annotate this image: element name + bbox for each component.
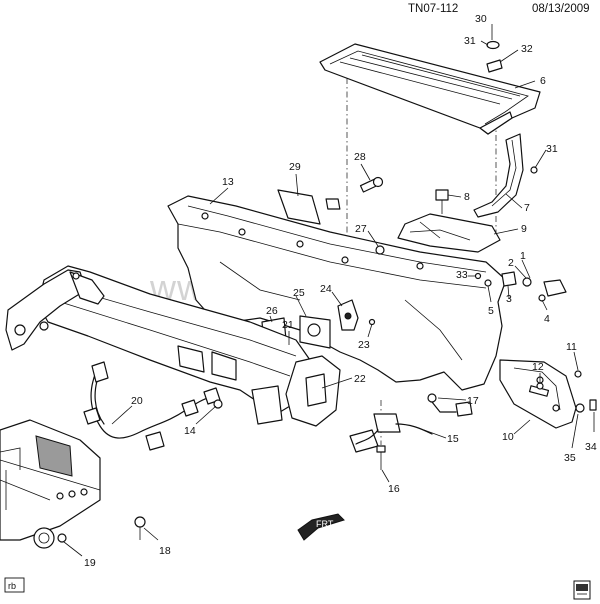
pin-4 bbox=[538, 294, 546, 302]
corner-tag: rb bbox=[4, 577, 25, 593]
callout-5: 5 bbox=[488, 305, 494, 317]
bolt-34 bbox=[589, 399, 597, 411]
diagram-code: TN07-112 bbox=[408, 3, 458, 15]
left-frame-rail bbox=[5, 269, 105, 351]
callout-28: 28 bbox=[354, 151, 366, 163]
callout-35: 35 bbox=[564, 452, 576, 464]
step-pad-fasteners bbox=[486, 40, 503, 73]
callout-21: 21 bbox=[282, 319, 294, 331]
callout-31: 31 bbox=[546, 143, 558, 155]
callout-3: 3 bbox=[506, 293, 512, 305]
callout-19: 19 bbox=[84, 557, 96, 569]
side-bracket-22 bbox=[251, 355, 341, 427]
callout-15: 15 bbox=[447, 433, 459, 445]
callout-24: 24 bbox=[320, 283, 332, 295]
plate-25 bbox=[299, 315, 331, 349]
callout-20: 20 bbox=[131, 395, 143, 407]
callout-11: 11 bbox=[566, 341, 577, 353]
callout-26: 26 bbox=[266, 305, 278, 317]
callout-30: 30 bbox=[475, 13, 487, 25]
manual-book-icon bbox=[573, 580, 591, 600]
bracket-9 bbox=[397, 213, 501, 253]
callout-10: 10 bbox=[502, 431, 514, 443]
fastener-35 bbox=[575, 403, 585, 413]
bushing-3 bbox=[501, 271, 517, 287]
callout-13: 13 bbox=[222, 176, 234, 188]
svg-text:FRT: FRT bbox=[316, 519, 334, 529]
diagram-date: 08/13/2009 bbox=[532, 3, 590, 15]
connector-15 bbox=[349, 413, 433, 453]
plate-29 bbox=[277, 189, 341, 225]
callout-22: 22 bbox=[354, 373, 366, 385]
callout-33: 33 bbox=[456, 269, 468, 281]
step-bracket bbox=[473, 133, 524, 218]
bolt-19 bbox=[57, 533, 67, 543]
bolt-18 bbox=[134, 516, 146, 540]
bracket-24 bbox=[337, 299, 359, 331]
clip-2 bbox=[522, 277, 532, 287]
wiring-harness bbox=[83, 361, 223, 451]
callout-1: 1 bbox=[520, 250, 526, 262]
fastener-23 bbox=[368, 318, 376, 326]
callout-32: 32 bbox=[521, 43, 533, 55]
bolt-8 bbox=[435, 189, 449, 214]
receiver-crossmember bbox=[37, 265, 319, 413]
svg-text:rb: rb bbox=[8, 581, 16, 591]
hitch-frame bbox=[167, 195, 507, 391]
callout-27: 27 bbox=[355, 223, 367, 235]
bracket-1 bbox=[543, 279, 567, 297]
nut-33 bbox=[474, 272, 482, 280]
callout-8: 8 bbox=[464, 191, 470, 203]
plug-17 bbox=[427, 393, 473, 417]
nut-5 bbox=[484, 279, 492, 287]
callout-23: 23 bbox=[358, 339, 370, 351]
step-pad bbox=[319, 43, 541, 135]
fastener-11 bbox=[574, 370, 582, 378]
callout-2: 2 bbox=[508, 257, 514, 269]
callout-16: 16 bbox=[388, 483, 400, 495]
callout-25: 25 bbox=[293, 287, 305, 299]
callout-18: 18 bbox=[159, 545, 171, 557]
bolt-16 bbox=[376, 445, 386, 470]
callout-9: 9 bbox=[521, 223, 527, 235]
callout-29: 29 bbox=[289, 161, 301, 173]
callout-34: 34 bbox=[585, 441, 597, 453]
bracket-nut bbox=[530, 166, 538, 174]
lower-frame bbox=[0, 419, 101, 549]
callout-17: 17 bbox=[467, 395, 479, 407]
front-arrow-icon: FRT bbox=[297, 513, 345, 541]
callout-12: 12 bbox=[532, 361, 544, 373]
callout-6: 6 bbox=[540, 75, 546, 87]
plate-10 bbox=[499, 359, 577, 429]
callout-7: 7 bbox=[524, 202, 530, 214]
callout-4: 4 bbox=[544, 313, 550, 325]
callout-14: 14 bbox=[184, 425, 196, 437]
bolt-28 bbox=[359, 176, 384, 193]
nut-27 bbox=[375, 245, 385, 255]
callout-31: 31 bbox=[464, 35, 476, 47]
